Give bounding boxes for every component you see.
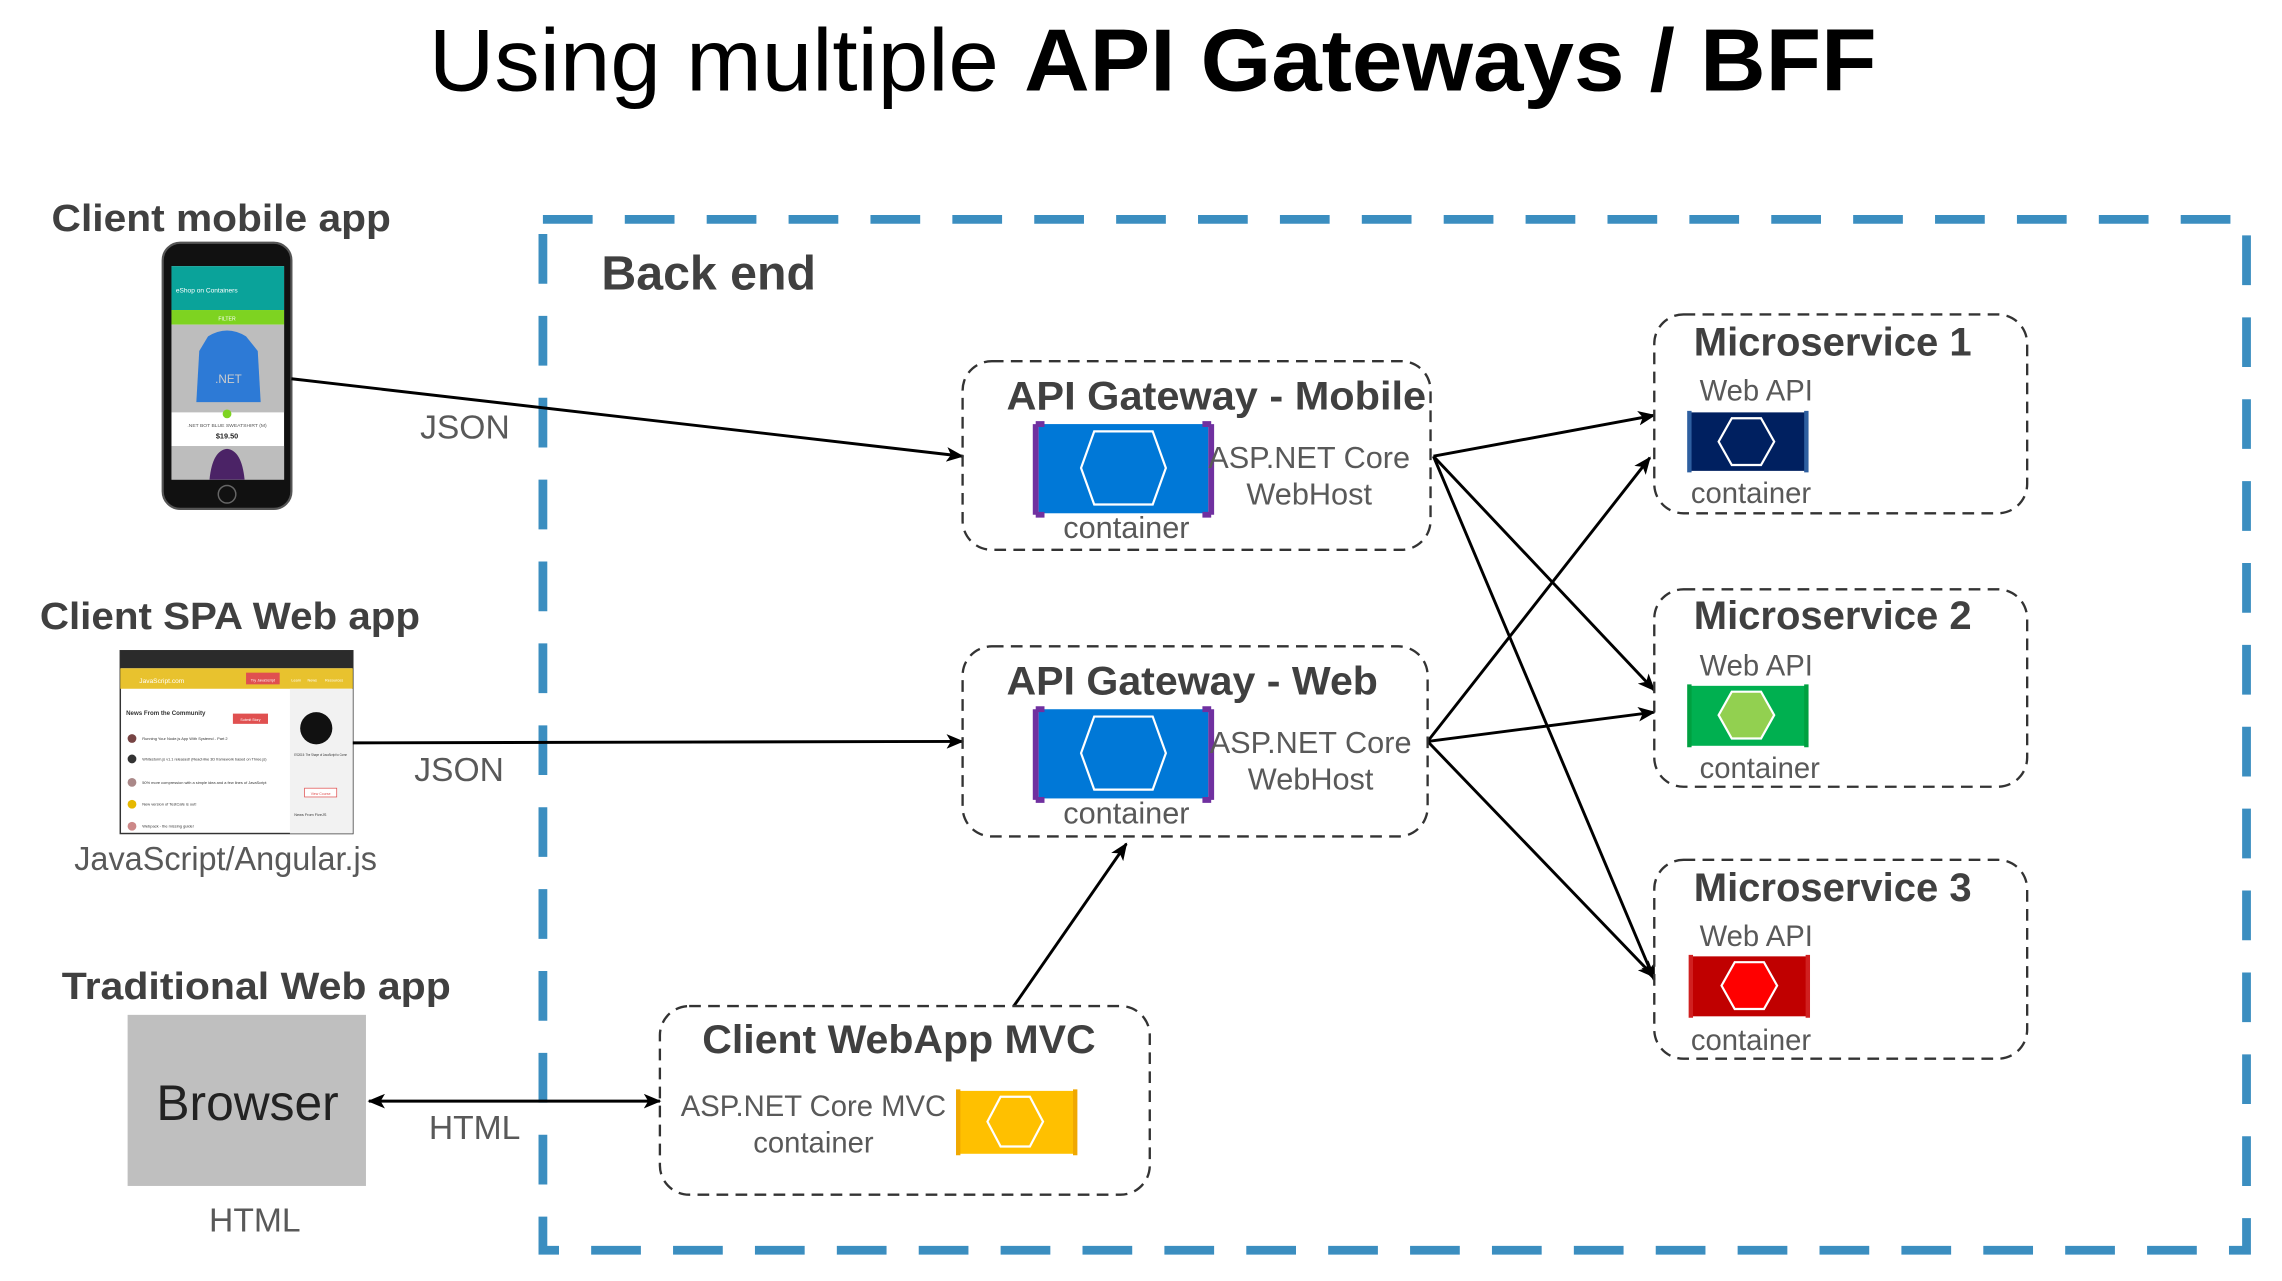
svg-text:Whitestorm.js v1.1 released! (: Whitestorm.js v1.1 released! (React-like… bbox=[142, 756, 267, 761]
mobile-phone: eShop on Containers FILTER .NET .NET BOT… bbox=[161, 241, 293, 510]
browser-label: Browser bbox=[156, 1075, 338, 1131]
svg-text:container: container bbox=[1063, 795, 1189, 830]
svg-text:container: container bbox=[753, 1127, 874, 1159]
svg-text:eShop on Containers: eShop on Containers bbox=[176, 287, 239, 294]
arrow-gwm-ms1 bbox=[1433, 411, 1656, 458]
arrow-gww-ms3 bbox=[1426, 740, 1656, 978]
svg-text:News: News bbox=[307, 678, 317, 682]
svg-text:Submit Story: Submit Story bbox=[240, 718, 260, 722]
connectors bbox=[291, 377, 1656, 1109]
arrow-gww-ms2 bbox=[1427, 706, 1656, 743]
svg-text:API Gateway - Mobile: API Gateway - Mobile bbox=[1006, 374, 1426, 418]
svg-text:API Gateway - Web: API Gateway - Web bbox=[1006, 660, 1377, 704]
gateway-web: API Gateway - Web ASP.NET Core WebHost c… bbox=[961, 645, 1429, 838]
client-spa-label: Client SPA Web app bbox=[40, 596, 420, 638]
arrow-mvc-to-gateway-web bbox=[1012, 842, 1128, 1007]
svg-text:JavaScript.com: JavaScript.com bbox=[139, 678, 184, 685]
gateway-mobile: API Gateway - Mobile ASP.NET Core WebHos… bbox=[961, 360, 1432, 552]
svg-text:Try JavaScript: Try JavaScript bbox=[251, 678, 276, 682]
client-webapp-mvc: Client WebApp MVC ASP.NET Core MVC conta… bbox=[658, 1004, 1151, 1196]
svg-text:Microservice 3: Microservice 3 bbox=[1694, 866, 1972, 910]
svg-text:Webpack - the missing guide!: Webpack - the missing guide! bbox=[142, 824, 194, 829]
container-icon bbox=[1687, 410, 1809, 473]
svg-text:Web API: Web API bbox=[1700, 376, 1813, 408]
svg-text:$19.50: $19.50 bbox=[216, 432, 238, 441]
microservice-3: Microservice 3 Web API container bbox=[1653, 858, 2029, 1060]
svg-text:ASP.NET Core: ASP.NET Core bbox=[1210, 725, 1412, 760]
svg-text:container: container bbox=[1063, 510, 1189, 545]
svg-text:Microservice 1: Microservice 1 bbox=[1694, 320, 1972, 364]
container-icon bbox=[956, 1089, 1078, 1156]
browser-caption: HTML bbox=[209, 1202, 301, 1239]
svg-text:.NET: .NET bbox=[215, 373, 242, 386]
svg-text:Resources: Resources bbox=[325, 678, 343, 682]
svg-text:Running Your Node.js App With: Running Your Node.js App With Systemd - … bbox=[142, 736, 227, 741]
spa-caption: JavaScript/Angular.js bbox=[74, 841, 377, 878]
mobile-json-label: JSON bbox=[420, 410, 510, 447]
svg-text:News From FiveJS: News From FiveJS bbox=[294, 813, 327, 817]
svg-text:WebHost: WebHost bbox=[1248, 762, 1374, 797]
svg-text:ASP.NET Core: ASP.NET Core bbox=[1208, 440, 1410, 475]
page-title: Using multiple API Gateways / BFF bbox=[429, 12, 1877, 110]
container-icon bbox=[1032, 421, 1215, 518]
microservice-2: Microservice 2 Web API container bbox=[1653, 588, 2029, 788]
spa-screenshot: JavaScript.com Try JavaScript Learn News… bbox=[119, 650, 354, 835]
microservice-1: Microservice 1 Web API container bbox=[1653, 313, 2029, 515]
svg-text:WebHost: WebHost bbox=[1246, 477, 1372, 512]
arrow-spa-to-gateway bbox=[352, 734, 965, 749]
svg-text:container: container bbox=[1700, 753, 1821, 785]
arrow-gww-ms1 bbox=[1426, 456, 1652, 743]
spa-json-label: JSON bbox=[414, 752, 504, 789]
container-icon bbox=[1032, 706, 1215, 803]
svg-text:50% more compression with a si: 50% more compression with a simple idea … bbox=[142, 780, 267, 785]
backend-label: Back end bbox=[601, 247, 816, 301]
svg-text:Client WebApp MVC: Client WebApp MVC bbox=[702, 1018, 1095, 1062]
svg-text:ES2015: The Shape of JavaScrip: ES2015: The Shape of JavaScript to Come bbox=[294, 753, 347, 757]
svg-text:.NET BOT BLUE SWEATSHIRT (M): .NET BOT BLUE SWEATSHIRT (M) bbox=[187, 423, 267, 429]
svg-text:Microservice 2: Microservice 2 bbox=[1694, 594, 1972, 638]
browser-box bbox=[127, 1014, 366, 1186]
traditional-label: Traditional Web app bbox=[62, 966, 451, 1008]
svg-text:FILTER: FILTER bbox=[218, 316, 236, 322]
svg-text:ASP.NET Core MVC: ASP.NET Core MVC bbox=[681, 1091, 946, 1123]
backend-boundary bbox=[538, 214, 2251, 1255]
svg-text:Web API: Web API bbox=[1700, 651, 1813, 683]
container-icon bbox=[1688, 954, 1811, 1018]
client-mobile-label: Client mobile app bbox=[52, 198, 391, 240]
svg-text:Learn: Learn bbox=[291, 678, 301, 682]
svg-text:New version of TestCafe is out: New version of TestCafe is out! bbox=[142, 802, 196, 807]
arrow-mobile-to-gateway bbox=[291, 377, 965, 462]
svg-text:News From the Community: News From the Community bbox=[126, 710, 206, 717]
svg-text:container: container bbox=[1691, 1025, 1812, 1057]
arrow-gwm-ms3 bbox=[1432, 455, 1656, 982]
browser-html-label: HTML bbox=[429, 1110, 521, 1147]
svg-text:View Course: View Course bbox=[311, 792, 331, 796]
svg-text:container: container bbox=[1691, 478, 1812, 510]
svg-text:Web API: Web API bbox=[1700, 921, 1813, 953]
container-icon bbox=[1687, 684, 1809, 748]
arrow-gwm-ms2 bbox=[1432, 455, 1656, 692]
